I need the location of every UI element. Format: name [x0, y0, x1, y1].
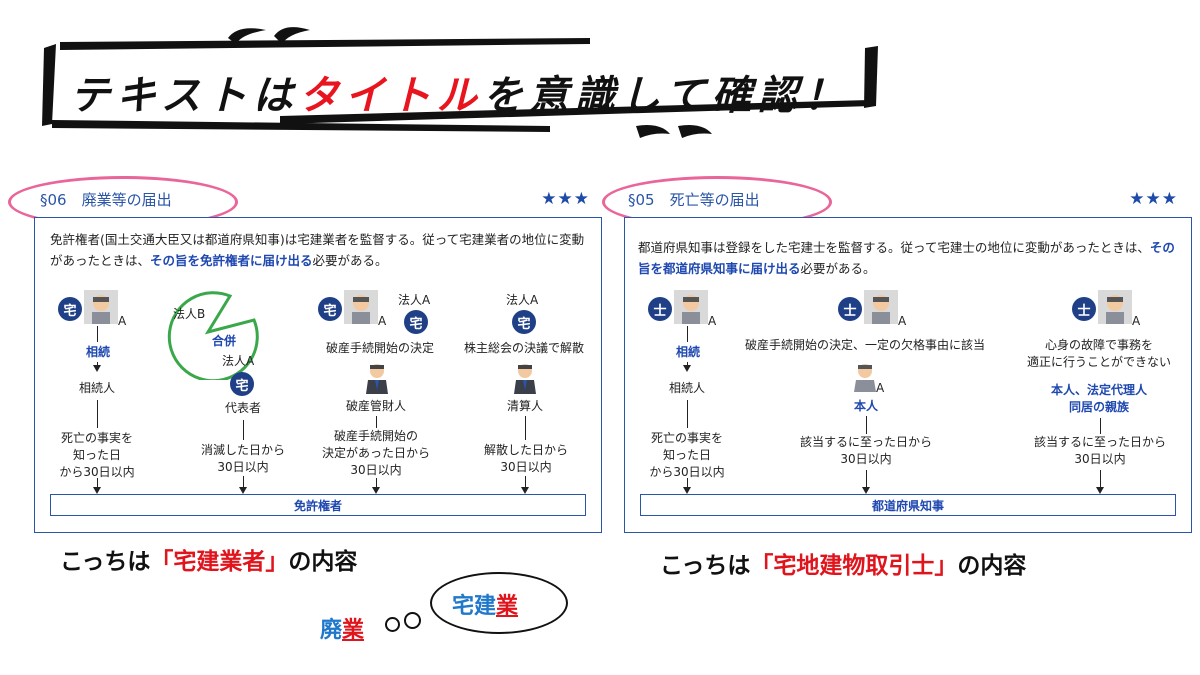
connector-line [525, 476, 527, 490]
right-panel [624, 217, 1192, 533]
connector-line [376, 478, 378, 490]
connector-line [687, 400, 689, 428]
arrow-down [372, 487, 380, 494]
left-footer-authority: 免許権者 [50, 494, 586, 516]
deadline-label: 消滅した日から 30日以内 [200, 443, 285, 474]
person-avatar-icon [84, 290, 118, 324]
connector-line [866, 416, 868, 434]
connector-line [243, 420, 245, 440]
takken-badge-icon: 宅 [58, 297, 82, 321]
headline-highlight: タイトル [298, 72, 483, 119]
connector-line [97, 400, 99, 428]
left-caption: こっちは「宅建業者」の内容 [60, 549, 358, 575]
deadline-label: 該当するに至った日から 30日以内 [1033, 435, 1166, 466]
reporter-label: 本人、法定代理人 同居の親族 [1050, 383, 1147, 414]
businessman-icon [366, 364, 388, 394]
takken-badge-icon: 宅 [318, 297, 342, 321]
person-avatar-icon [864, 290, 898, 324]
arrow-down [683, 487, 691, 494]
event-label: 心身の故障で事務を 適正に行うことができない [1026, 338, 1171, 369]
deadline-label: 該当するに至った日から 30日以内 [799, 435, 932, 466]
merger-pie-icon [167, 291, 259, 380]
corp-a-label: 法人A [398, 293, 431, 307]
connector-line [687, 478, 689, 490]
connector-line [1100, 418, 1102, 434]
left-rating-stars: ★★★ [541, 189, 590, 209]
corp-a-label: 法人A [222, 354, 255, 368]
event-label: 破産手続開始の決定 [325, 341, 434, 355]
corp-a-label: 法人A [506, 293, 539, 307]
person-avatar-icon [1098, 290, 1132, 324]
reporter-label: 相続人 [668, 381, 705, 395]
person-label: A [708, 314, 717, 328]
connector-line [97, 326, 99, 342]
connector-line [243, 476, 245, 490]
arrow-down [862, 487, 870, 494]
deadline-label: 死亡の事実を 知った日 から30日以内 [649, 431, 725, 479]
arrow-down [93, 487, 101, 494]
haigyo-word: 廃業 [320, 618, 365, 643]
deadline-label: 破産手続開始の 決定があった日から 30日以内 [321, 429, 430, 477]
right-footer-authority: 都道府県知事 [640, 494, 1176, 516]
event-label: 破産手続開始の決定、一定の欠格事由に該当 [744, 338, 985, 352]
headline-post: を意識して確認！ [482, 72, 850, 119]
connector-line [525, 416, 527, 440]
reporter-label: 代表者 [224, 401, 261, 415]
businessman-icon [514, 364, 536, 394]
connector-line [866, 470, 868, 490]
reporter-label: 清算人 [506, 399, 543, 413]
thought-dot [385, 617, 400, 632]
person-avatar-icon [344, 290, 378, 324]
connector-line [376, 416, 378, 428]
takken-badge-icon: 宅 [230, 372, 254, 396]
connector-line [687, 326, 689, 342]
deadline-label: 解散した日から 30日以内 [483, 443, 568, 474]
connector-line [97, 362, 99, 368]
takken-badge-icon: 宅 [512, 310, 536, 334]
headline-pre: テキストは [70, 72, 299, 119]
title-brush-frame [42, 27, 878, 138]
arrow-down [239, 487, 247, 494]
arrow-down [683, 365, 691, 372]
takkengyo-word: 宅建業 [452, 594, 519, 619]
person-label: A [378, 314, 387, 328]
thought-bubble-oval [430, 572, 568, 634]
event-label: 相続 [85, 345, 110, 359]
reporter-label: 相続人 [78, 381, 115, 395]
takkenshi-badge-icon: 士 [1072, 297, 1096, 321]
right-caption: こっちは「宅地建物取引士」の内容 [660, 553, 1027, 579]
connector-line [1100, 470, 1102, 490]
takken-badge-icon: 宅 [404, 310, 428, 334]
person-label: A [1132, 314, 1141, 328]
takkenshi-badge-icon: 士 [838, 297, 862, 321]
arrow-down [521, 487, 529, 494]
event-label: 相続 [675, 345, 700, 359]
person-icon [854, 364, 876, 392]
person-label: A [876, 381, 885, 395]
arrow-down [93, 365, 101, 372]
page-headline: テキストはタイトルを意識して確認！ [70, 62, 930, 122]
arrow-down [1096, 487, 1104, 494]
left-lead-text: 免許権者(国土交通大臣又は都道府県知事)は宅建業者を監督する。従って宅建業者の地… [50, 232, 585, 268]
deadline-label: 死亡の事実を 知った日 から30日以内 [59, 431, 135, 479]
right-rating-stars: ★★★ [1129, 189, 1178, 209]
person-label: A [118, 314, 127, 328]
connector-line [97, 478, 99, 490]
reporter-label: 本人 [853, 399, 878, 413]
person-avatar-icon [674, 290, 708, 324]
corp-b-label: 法人B [173, 307, 206, 321]
takkenshi-badge-icon: 士 [648, 297, 672, 321]
left-panel [34, 217, 602, 533]
merger-label: 合併 [212, 334, 237, 348]
thought-dot [404, 612, 421, 629]
right-lead-text: 都道府県知事は登録をした宅建士を監督する。従って宅建士の地位に変動があったときは… [638, 240, 1175, 276]
event-label: 株主総会の決議で解散 [463, 341, 584, 355]
person-label: A [898, 314, 907, 328]
reporter-label: 破産管財人 [345, 399, 406, 413]
